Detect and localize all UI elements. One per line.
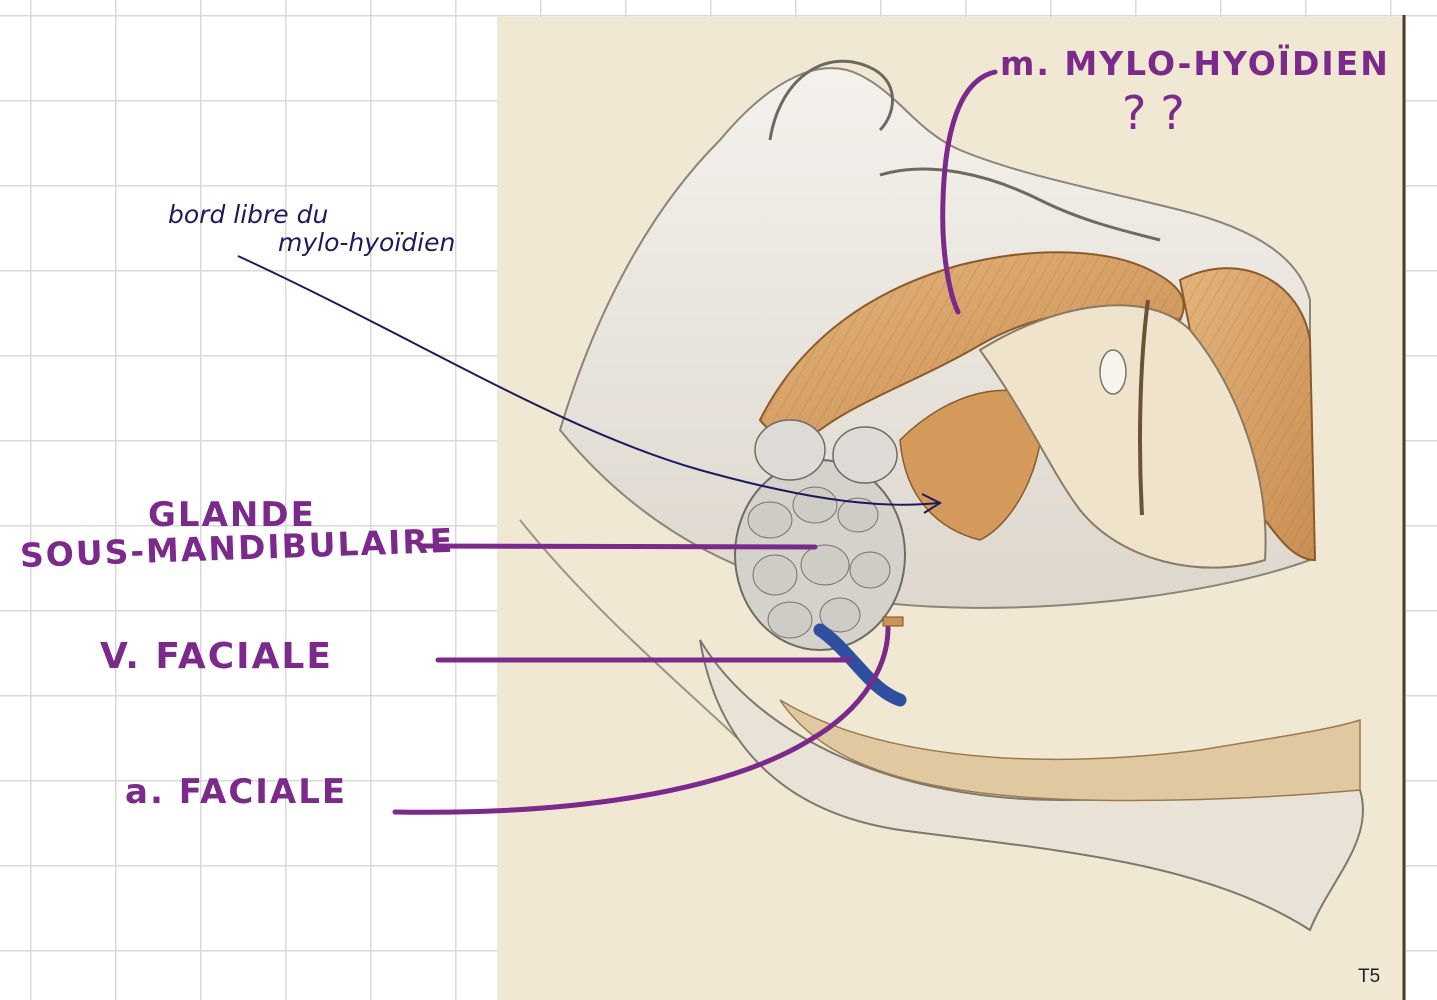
- facial-vein-label: V. FACIALE: [100, 636, 333, 677]
- free-edge-label-line1: bord libre du: [168, 200, 329, 229]
- gland-label-line1: GLANDE: [148, 495, 316, 535]
- right-muscle-fibers: [1180, 268, 1315, 560]
- platysma-strip: [779, 699, 1361, 802]
- facial-artery-label: a. FACIALE: [125, 772, 348, 812]
- free-edge-label-line2: mylo-hyoïdien: [278, 228, 456, 257]
- facial-artery-stub: [882, 616, 904, 627]
- free-edge-arrow: [237, 255, 939, 506]
- floor-of-mouth: [978, 304, 1267, 569]
- mylohyoid-fibers: [760, 252, 1184, 437]
- papilla-ellipse: [1099, 349, 1127, 395]
- mylohyoid-label: m. MYLO-HYOÏDIEN: [1000, 44, 1390, 83]
- figure-code: T5: [1358, 966, 1381, 987]
- mylohyoid-leader: [940, 69, 998, 315]
- free-edge-arrowhead: [921, 493, 943, 514]
- midline-slit: [1138, 299, 1150, 516]
- artery-leader: [392, 625, 891, 815]
- facial-vein: [813, 623, 907, 707]
- lips-outline: [879, 167, 1161, 242]
- neck-skin-flap: [699, 639, 1364, 932]
- submandibular-gland: [734, 419, 906, 651]
- question-marks: ??: [1122, 86, 1199, 140]
- neck-line: [519, 519, 761, 761]
- gland-leader: [419, 543, 818, 550]
- nose-outline: [768, 59, 894, 141]
